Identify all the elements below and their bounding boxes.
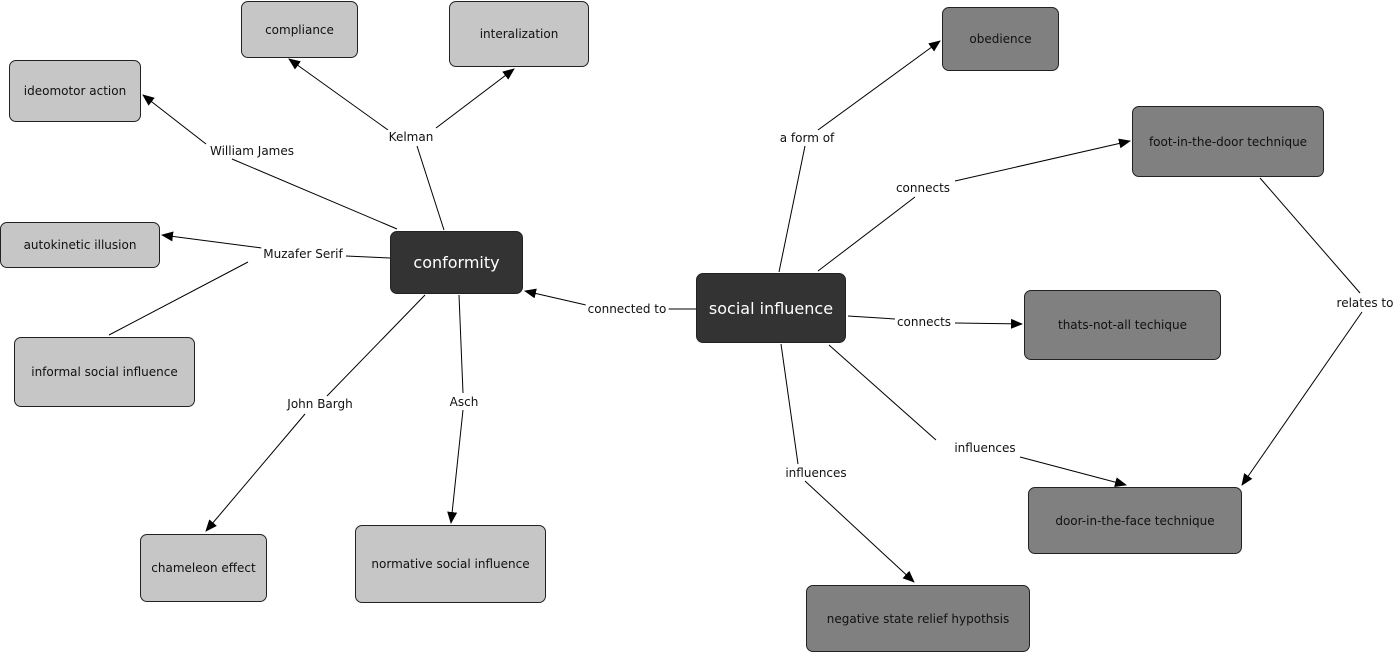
concept-label: normative social influence xyxy=(371,557,530,571)
edge-kelman-compliance xyxy=(288,58,389,131)
edge-kelman-interalization xyxy=(435,68,515,129)
link-label-william-james: William James xyxy=(207,144,297,158)
edge-conformity-kelman xyxy=(416,145,445,231)
edge-a-form-of-obedience xyxy=(817,40,941,131)
edge-connected-to-conformity xyxy=(524,288,587,306)
edge-relates-to-door xyxy=(1241,311,1363,486)
concept-thats-not-all[interactable]: thats-not-all techique xyxy=(1024,290,1221,360)
link-label-relates-to: relates to xyxy=(1334,296,1396,310)
link-label-connected-to: connected to xyxy=(585,302,669,316)
concept-social-influence[interactable]: social influence xyxy=(696,273,846,343)
concept-autokinetic-illusion[interactable]: autokinetic illusion xyxy=(0,222,160,268)
concept-label: door-in-the-face technique xyxy=(1055,513,1215,528)
link-label-influences: influences xyxy=(783,466,849,480)
concept-foot-in-the-door[interactable]: foot-in-the-door technique xyxy=(1132,106,1324,177)
edge-conformity-asch xyxy=(458,294,464,394)
edge-connects-1-foot xyxy=(954,138,1131,182)
edge-influences-1-door xyxy=(1019,456,1127,488)
concept-chameleon-effect[interactable]: chameleon effect xyxy=(140,534,267,602)
edge-muzafer-autokinetic xyxy=(161,231,263,249)
concept-label: negative state relief hypothsis xyxy=(826,611,1010,626)
edge-john-bargh-chameleon xyxy=(205,413,306,532)
concept-label: interalization xyxy=(479,27,559,41)
link-label-influences: influences xyxy=(952,441,1018,455)
concept-negative-state-relief[interactable]: negative state relief hypothsis xyxy=(806,585,1030,652)
edge-asch-normative xyxy=(447,409,464,524)
edge-influences-2-negative xyxy=(804,480,915,583)
concept-obedience[interactable]: obedience xyxy=(942,7,1059,71)
concept-label: compliance xyxy=(265,22,334,37)
edge-social-connects-1 xyxy=(817,196,916,272)
link-label-connects: connects xyxy=(894,315,954,329)
edge-conformity-john-bargh xyxy=(326,294,426,397)
edge-connects-2-thats xyxy=(954,318,1023,329)
concept-normative-social-influence[interactable]: normative social influence xyxy=(355,525,546,603)
link-label-connects: connects xyxy=(893,181,953,195)
concept-label: ideomotor action xyxy=(23,84,127,98)
link-label-asch: Asch xyxy=(447,395,481,409)
concept-informal-social-influence[interactable]: informal social influence xyxy=(14,337,195,407)
concept-label: autokinetic illusion xyxy=(23,238,137,252)
link-label-muzafer-serif: Muzafer Serif xyxy=(261,247,345,261)
link-label-a-form-of: a form of xyxy=(777,131,837,145)
edge-social-a-form-of xyxy=(778,145,806,273)
link-label-john-bargh: John Bargh xyxy=(285,397,355,411)
concept-ideomotor-action[interactable]: ideomotor action xyxy=(9,60,141,122)
edge-social-influences-2 xyxy=(780,343,799,465)
link-label-kelman: Kelman xyxy=(386,130,436,144)
edge-william-james-ideomotor xyxy=(142,94,207,145)
edge-social-influences-1 xyxy=(828,344,937,441)
edge-foot-relates-to xyxy=(1259,177,1361,294)
concept-label: obedience xyxy=(969,32,1032,46)
edge-social-connects-2 xyxy=(847,315,896,320)
concept-interalization[interactable]: interalization xyxy=(449,1,589,67)
edge-conformity-muzafer xyxy=(345,255,391,259)
concept-door-in-the-face[interactable]: door-in-the-face technique xyxy=(1028,487,1242,554)
edge-muzafer-informal xyxy=(108,261,249,336)
concept-label: thats-not-all techique xyxy=(1058,318,1187,332)
edge-conformity-william-james xyxy=(231,158,398,230)
concept-label: social influence xyxy=(708,298,834,318)
concept-compliance[interactable]: compliance xyxy=(241,1,358,58)
concept-label: conformity xyxy=(413,253,500,272)
concept-conformity[interactable]: conformity xyxy=(390,231,523,294)
concept-label: informal social influence xyxy=(31,365,178,379)
concept-label: foot-in-the-door technique xyxy=(1148,134,1308,149)
concept-label: chameleon effect xyxy=(151,561,256,575)
